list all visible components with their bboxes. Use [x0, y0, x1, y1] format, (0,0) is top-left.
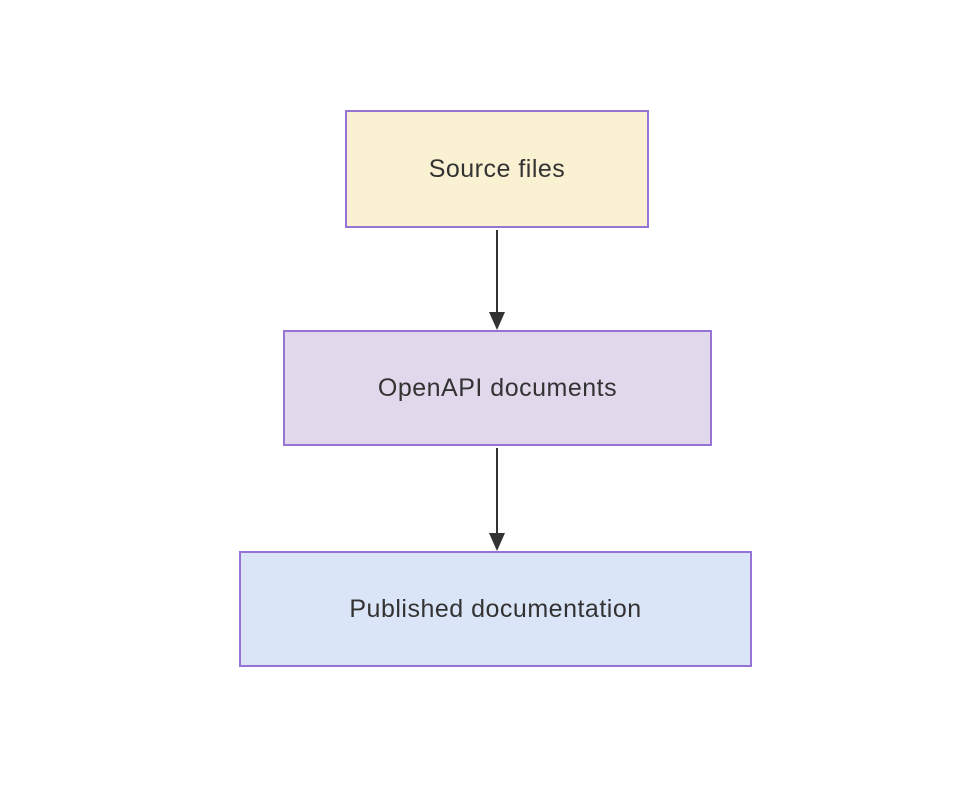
node-published-documentation: Published documentation	[239, 551, 752, 667]
node-openapi-documents: OpenAPI documents	[283, 330, 712, 446]
arrow-openapi-to-published	[489, 448, 505, 551]
arrow-source-to-openapi	[489, 230, 505, 330]
node-source-files: Source files	[345, 110, 649, 228]
node-source-files-label: Source files	[428, 154, 566, 183]
node-published-documentation-label: Published documentation	[349, 594, 642, 623]
node-openapi-documents-label: OpenAPI documents	[377, 373, 618, 402]
